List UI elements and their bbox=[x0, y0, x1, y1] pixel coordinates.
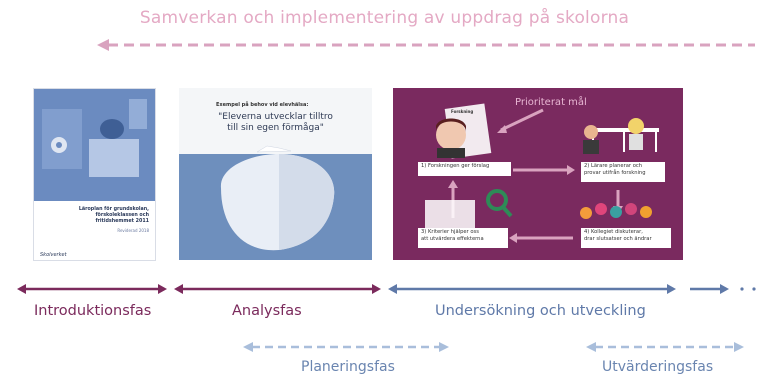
cover-publisher: Skolverket bbox=[40, 252, 67, 258]
phase-planning-label: Planeringsfas bbox=[301, 359, 395, 375]
step-3-box: 3) Kriterier hjälper oss att utvärdera e… bbox=[418, 228, 508, 248]
phase-evaluation-label: Utvärderingsfas bbox=[602, 359, 714, 375]
phase-intro-label: Introduktionsfas bbox=[34, 303, 152, 319]
process-graphic bbox=[425, 103, 659, 243]
step-4-box: 4) Kollegiet diskuterar, drar slutsatser… bbox=[581, 228, 671, 248]
step-1-box: 1) Forskningen ger förslag bbox=[418, 162, 511, 176]
evaluation-phase-arrow bbox=[586, 342, 744, 352]
cover-subtitle: Reviderad 2018 bbox=[117, 228, 149, 233]
step-3-line-1: 3) Kriterier hjälper oss bbox=[421, 229, 479, 235]
step-3-line-2: att utvärdera effekterna bbox=[421, 235, 484, 242]
step-4-line-1: 4) Kollegiet diskuterar, bbox=[584, 229, 643, 235]
cover-title: Läroplan för grundskolan, förskoleklasse… bbox=[78, 207, 149, 224]
investigation-phase-arrow bbox=[388, 284, 756, 294]
iceberg-label: Exempel på behov vid elevhälsa: bbox=[216, 102, 309, 108]
step-1-line-1: 1) Forskningen ger förslag bbox=[421, 163, 490, 169]
planning-phase-arrow bbox=[243, 342, 449, 352]
iceberg-quote-line-2: till sin egen förmåga" bbox=[227, 123, 324, 133]
step-2-line-1: 2) Lärare planerar och bbox=[584, 163, 643, 169]
phase-investigation-label: Undersökning och utveckling bbox=[435, 303, 646, 319]
slide-iceberg: Exempel på behov vid elevhälsa: "Elevern… bbox=[179, 88, 372, 260]
slide-process-cycle: Forskning Prioriterat mål 1) Forskningen… bbox=[393, 88, 683, 260]
iceberg-graphic bbox=[220, 145, 335, 251]
goal-label: Prioriterat mål bbox=[515, 97, 587, 108]
step-2-line-2: provar utifrån forskning bbox=[584, 169, 646, 176]
iceberg-quote-line-1: "Eleverna utvecklar tilltro bbox=[218, 112, 333, 122]
header-title: Samverkan och implementering av uppdrag … bbox=[139, 8, 630, 28]
step-4-line-2: drar slutsatser och ändrar bbox=[584, 235, 652, 242]
step-2-box: 2) Lärare planerar och provar utifrån fo… bbox=[581, 162, 665, 182]
phase-analysis-label: Analysfas bbox=[232, 303, 302, 319]
collaboration-arrow bbox=[97, 39, 755, 51]
cover-photo bbox=[34, 89, 155, 201]
iceberg-quote: "Eleverna utvecklar tilltro till sin ege… bbox=[179, 112, 372, 134]
slide-curriculum-cover: Läroplan för grundskolan, förskoleklasse… bbox=[33, 88, 156, 261]
intro-phase-arrow bbox=[17, 284, 167, 294]
research-tag: Forskning bbox=[451, 109, 474, 114]
cover-text-area bbox=[34, 201, 155, 260]
analysis-phase-arrow bbox=[174, 284, 381, 294]
